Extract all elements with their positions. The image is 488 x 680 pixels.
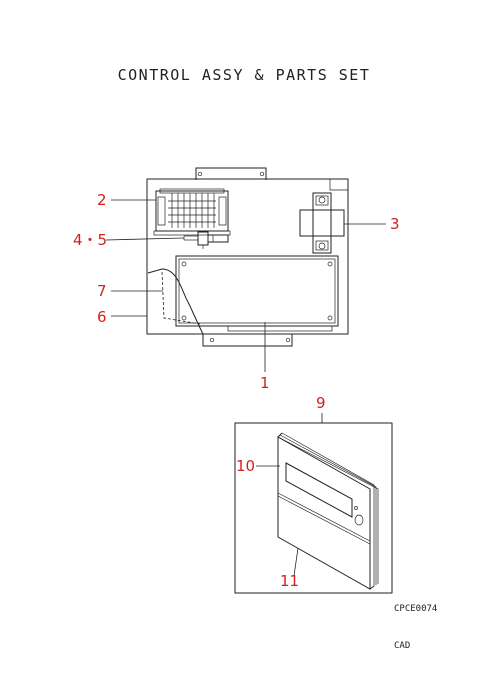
diagram-title: CONTROL ASSY & PARTS SET xyxy=(118,66,371,84)
leader-11 xyxy=(293,547,299,577)
remote-controller xyxy=(277,432,379,590)
pc-board xyxy=(175,255,339,332)
callout-6: 6 xyxy=(97,308,107,326)
drawing-code: CPCE0074 xyxy=(394,604,437,614)
callout-2: 2 xyxy=(97,191,107,209)
leader-4-5 xyxy=(105,237,185,241)
callout-10: 10 xyxy=(236,457,255,475)
indicator-lamp xyxy=(354,506,358,510)
callout-9: 9 xyxy=(316,394,326,412)
callout-3: 3 xyxy=(390,215,400,233)
cad-label: CAD xyxy=(394,641,410,651)
display-window xyxy=(285,462,353,518)
fuse-holder xyxy=(183,231,229,249)
transformer xyxy=(299,192,345,254)
parts-set-frame xyxy=(234,422,393,594)
control-button xyxy=(354,514,364,526)
controller-front xyxy=(277,436,371,590)
insulator-sheet xyxy=(147,268,204,335)
control-assy-drawing xyxy=(146,167,349,347)
top-mounting-tab xyxy=(195,167,267,180)
bottom-mounting-tab xyxy=(202,334,293,347)
callout-1: 1 xyxy=(260,374,270,392)
control-plate xyxy=(146,178,349,335)
callout-11: 11 xyxy=(280,572,299,590)
callout-7: 7 xyxy=(97,282,107,300)
callout-4-5: 4・5 xyxy=(73,231,107,249)
terminal-block xyxy=(153,188,231,236)
